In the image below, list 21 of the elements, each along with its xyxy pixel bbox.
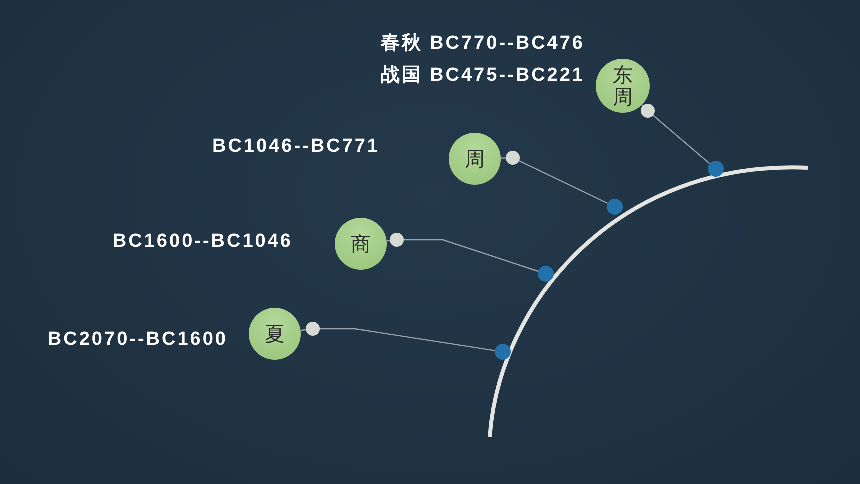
- dynasty-label: 周: [465, 147, 485, 171]
- leader-line: [300, 328, 496, 352]
- dynasty-label: 东周: [612, 64, 634, 108]
- timeline-dot: [708, 161, 724, 177]
- dynasty-circle: [596, 59, 650, 113]
- dynasty-circle: [249, 308, 301, 360]
- dynasty-circle: [335, 218, 387, 270]
- date-range-label: 战国 BC475--BC221: [380, 64, 585, 88]
- date-range-label: BC1600--BC1046: [112, 231, 293, 253]
- timeline-dot: [607, 199, 623, 215]
- timeline-dot: [495, 344, 511, 360]
- leader-line: [386, 239, 539, 272]
- date-range-label: BC1046--BC771: [212, 136, 380, 158]
- timeline-dot: [538, 266, 554, 282]
- leader-line: [642, 104, 710, 164]
- dynasty-circle: [449, 133, 501, 185]
- dynasty-label: 夏: [265, 322, 285, 346]
- date-range-label: BC2070--BC1600: [48, 329, 228, 351]
- dynasty-label: 商: [351, 232, 371, 256]
- date-range-label: 春秋 BC770--BC476: [380, 32, 585, 56]
- leader-line: [500, 157, 608, 204]
